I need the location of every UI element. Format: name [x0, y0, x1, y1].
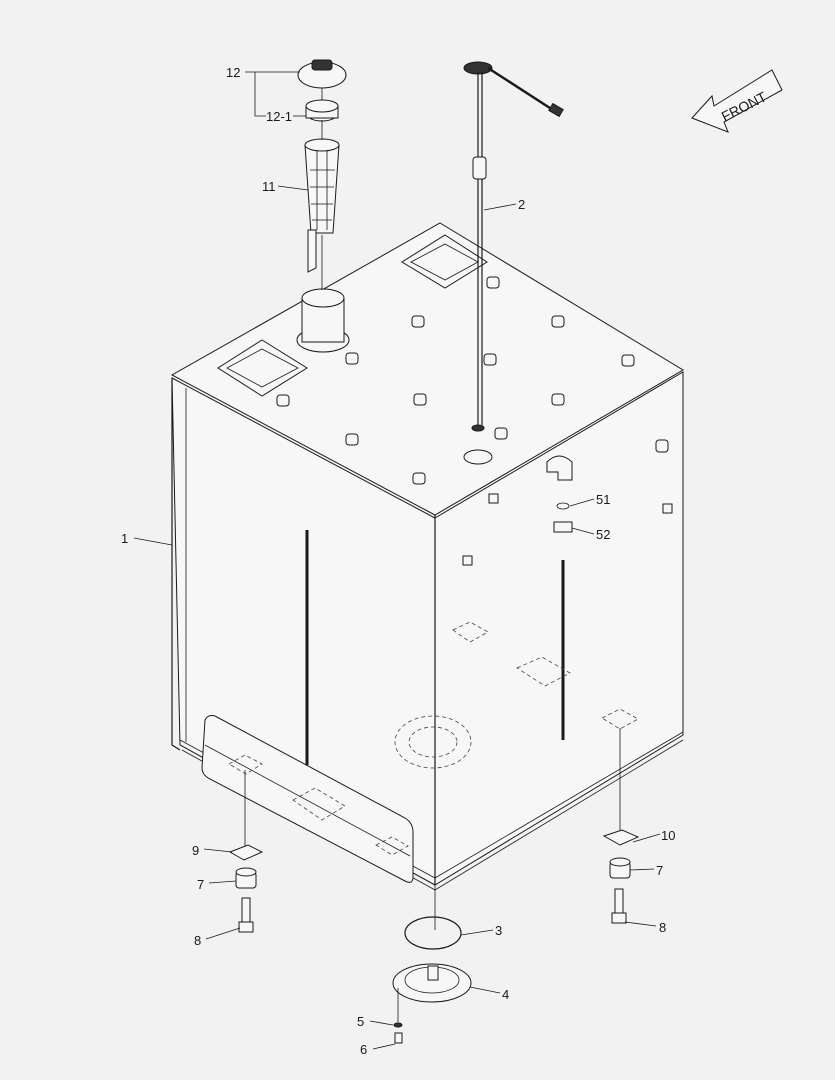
callout-9: 9: [192, 843, 199, 858]
callout-51: 51: [596, 492, 610, 507]
callout-3: 3: [495, 923, 502, 938]
callout-5: 5: [357, 1014, 364, 1029]
level-gauge: [463, 61, 564, 425]
leader-lines: [133, 71, 661, 1050]
callout-10: 10: [661, 828, 675, 843]
bottom-parts: [228, 728, 640, 1044]
callout-8-right: 8: [659, 920, 666, 935]
callout-12-1: 12-1: [266, 109, 292, 124]
callout-1: 1: [121, 531, 128, 546]
filler-assembly: [297, 59, 347, 290]
o-ring-3: [404, 916, 462, 950]
callout-8-left: 8: [194, 933, 201, 948]
callout-12: 12: [226, 65, 240, 80]
callout-52: 52: [596, 527, 610, 542]
tank-body: [170, 222, 684, 891]
tank-bosses: [276, 276, 673, 566]
callout-7-left: 7: [197, 877, 204, 892]
callout-7-right: 7: [656, 863, 663, 878]
callout-11: 11: [262, 179, 276, 194]
callout-6: 6: [360, 1042, 367, 1057]
callout-2: 2: [518, 197, 525, 212]
drain-flange-4: [392, 963, 472, 1003]
front-arrow-icon: FRONT: [691, 69, 783, 133]
skid-bracket: [201, 715, 414, 883]
callout-4: 4: [502, 987, 509, 1002]
callout-labels: 1 2 3 4 5 6 7 7 8 8 9 10 11 12 12-1 51 5…: [121, 65, 675, 1057]
